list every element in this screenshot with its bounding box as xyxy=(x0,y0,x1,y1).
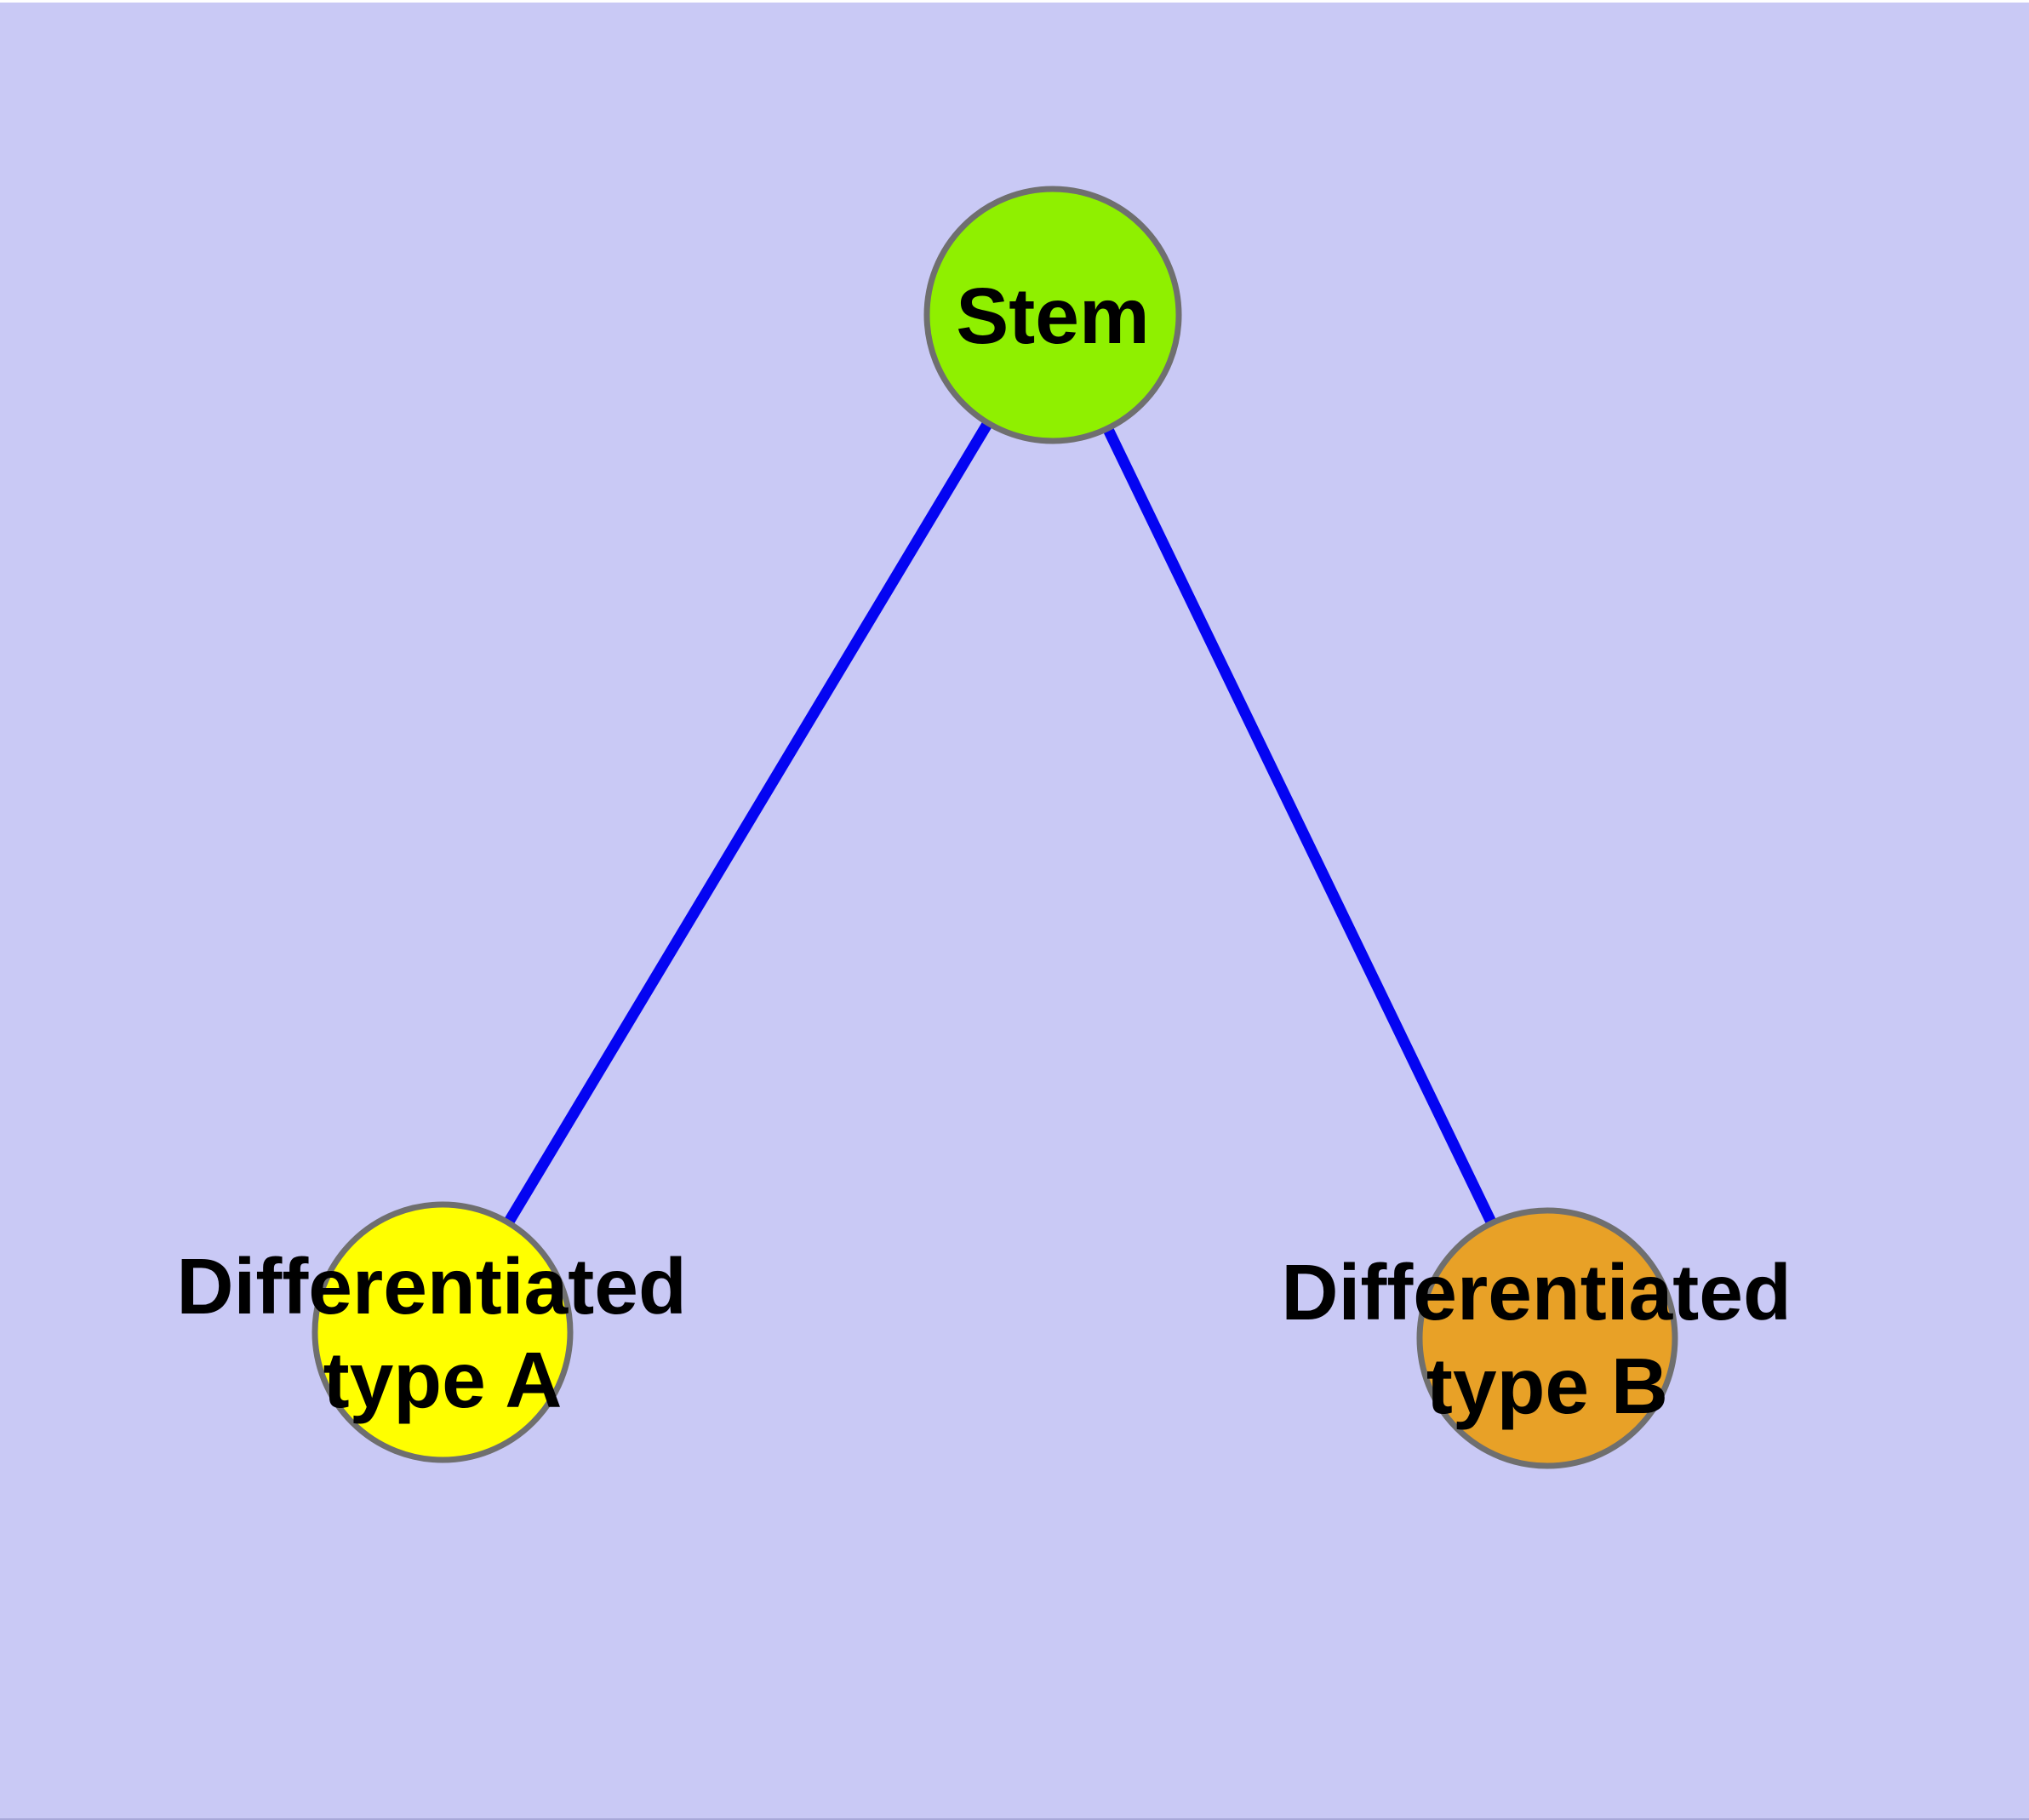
node-diff-type-b: Differentiated type B xyxy=(1281,1207,1813,1469)
diff-type-a-node-circle xyxy=(311,1201,574,1463)
diff-type-a-node-label: Differentiated type A xyxy=(176,1242,708,1424)
edge-stem-to-diff-type-a xyxy=(437,312,1058,1336)
diff-type-b-node-label: Differentiated type B xyxy=(1281,1248,1813,1430)
stem-node-circle xyxy=(923,186,1182,444)
node-diff-type-a: Differentiated type A xyxy=(176,1201,708,1463)
stem-label-line: Stem xyxy=(956,272,1149,360)
node-stem: Stem xyxy=(923,186,1182,444)
window-edge-highlight xyxy=(0,0,2029,3)
diff-type-a-label-line-1: Differentiated xyxy=(176,1242,686,1331)
diff-type-a-label-line-2: type A xyxy=(323,1336,563,1424)
diff-type-b-label-line-2: type B xyxy=(1426,1342,1668,1430)
diff-type-b-label-line-1: Differentiated xyxy=(1281,1248,1791,1336)
window-edge-shadow xyxy=(0,1818,2029,1820)
diff-type-b-node-circle xyxy=(1416,1207,1678,1469)
stem-node-label: Stem xyxy=(956,272,1149,360)
edge-stem-to-diff-type-b xyxy=(1048,312,1552,1341)
